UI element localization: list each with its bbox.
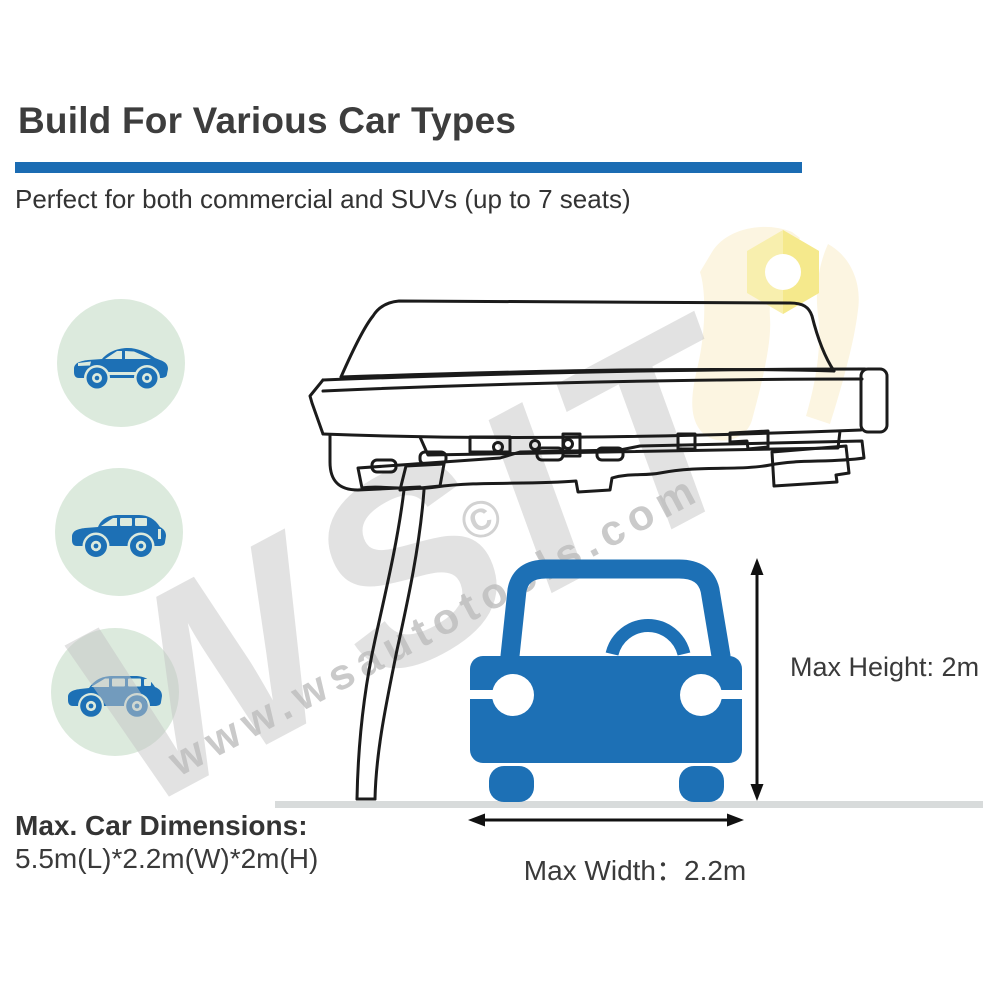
machine-gantry-arm [308, 299, 889, 801]
suv-car-icon [72, 515, 166, 560]
sedan-car-icon [74, 348, 168, 391]
mpv-car-icon [68, 676, 162, 719]
car-body [470, 656, 742, 763]
car-front-icon [470, 559, 742, 802]
page-title: Build For Various Car Types [18, 100, 517, 141]
car-wheel-left [489, 766, 534, 802]
machine-support-column [355, 462, 446, 801]
max-width-label: Max Width：2.2m [523, 855, 747, 886]
machine-body [308, 367, 889, 439]
title-underline [15, 162, 802, 173]
width-arrow [468, 813, 744, 827]
car-headlight-left [492, 674, 534, 716]
car-steering-wheel [605, 619, 691, 656]
car-type-badge-mpv [51, 628, 179, 756]
machine-underside [328, 429, 866, 494]
max-height-label: Max Height: 2m [790, 652, 980, 682]
car-type-badge-sedan [57, 299, 185, 427]
max-dimensions-value: 5.5m(L)*2.2m(W)*2m(H) [15, 843, 319, 874]
car-cabin-outline [500, 559, 731, 666]
height-arrow [750, 558, 764, 801]
max-dimensions-title: Max. Car Dimensions: [15, 810, 308, 841]
page-subtitle: Perfect for both commercial and SUVs (up… [15, 184, 631, 214]
car-type-badge-suv [55, 468, 183, 596]
ground-line [275, 801, 983, 808]
machine-canopy [339, 299, 836, 379]
car-headlight-right [680, 674, 722, 716]
car-wheel-right [679, 766, 724, 802]
